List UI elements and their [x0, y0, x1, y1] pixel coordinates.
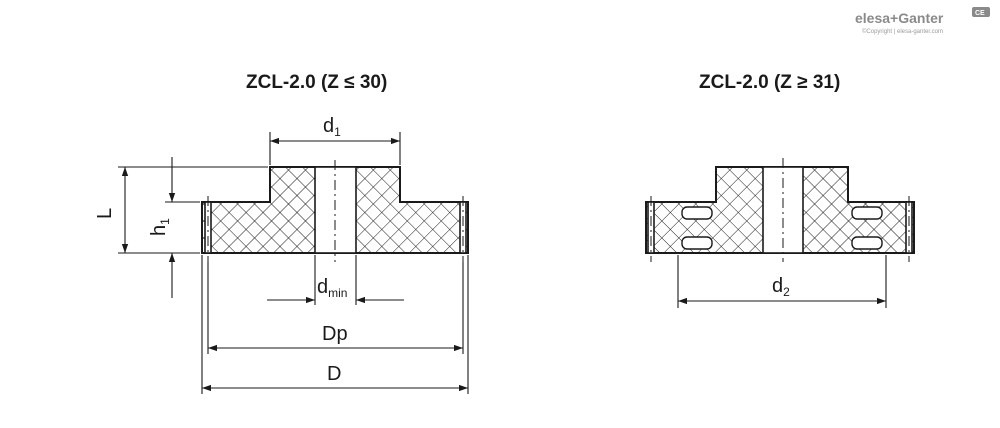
view-title-left: ZCL-2.0 (Z ≤ 30)	[246, 72, 387, 93]
dim-dmin-label: dmin	[317, 276, 347, 300]
view-title-right: ZCL-2.0 (Z ≥ 31)	[699, 72, 840, 93]
slot-left-top	[681, 206, 713, 220]
slot-right-top	[851, 206, 883, 220]
ce-mark-badge	[972, 7, 990, 17]
ce-mark-text: CE	[975, 10, 985, 17]
dim-h1-label: h1	[148, 218, 172, 236]
right-section-view: d2	[645, 158, 915, 308]
brand-name: elesa+Ganter	[855, 10, 944, 26]
slot-left-bottom	[681, 236, 713, 250]
dim-d2-label: d2	[772, 275, 790, 299]
left-section-view: d1 L h1 dmin Dp D	[94, 115, 469, 394]
brand-logo: elesa+Ganter CE ©Copyright | elesa-gante…	[855, 7, 990, 35]
dim-D-label: D	[327, 363, 341, 385]
dim-Dp-label: Dp	[322, 323, 348, 345]
dim-d1-label: d1	[323, 115, 341, 139]
dim-L-label: L	[94, 208, 116, 219]
copyright-text: ©Copyright | elesa-ganter.com	[862, 28, 943, 35]
slot-right-bottom	[851, 236, 883, 250]
